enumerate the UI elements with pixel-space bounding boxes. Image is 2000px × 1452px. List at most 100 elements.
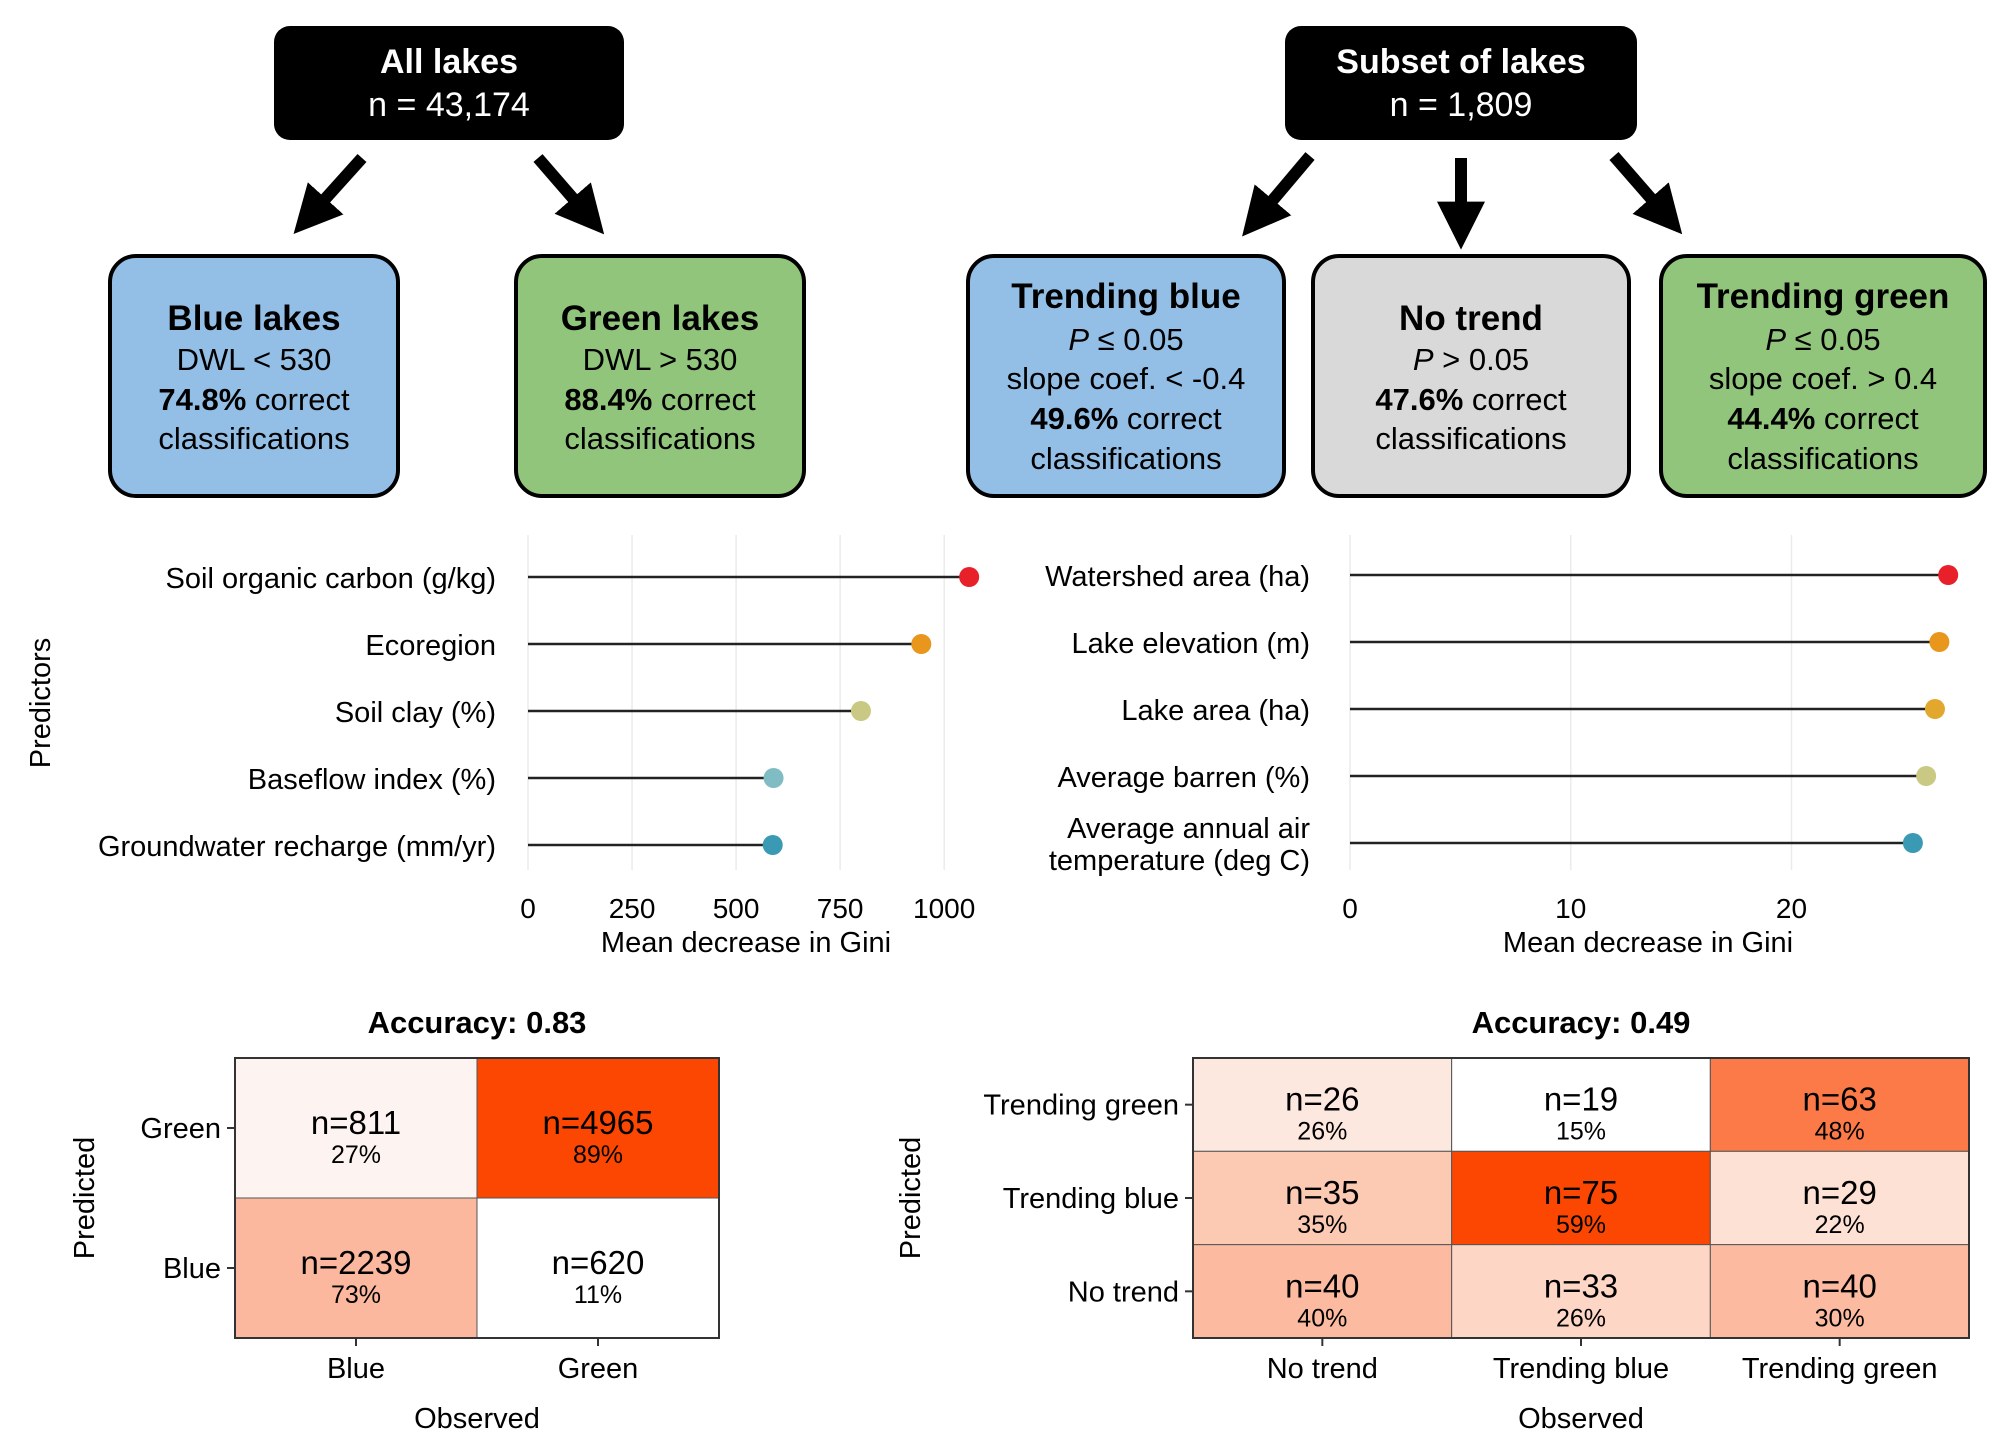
predictor-label: Average barren (%): [1057, 762, 1310, 794]
matrix-cell: [1451, 1244, 1711, 1339]
cell-count: n=19: [1544, 1081, 1618, 1118]
cell-percent: 26%: [1556, 1304, 1606, 1332]
x-axis-label: Observed: [1518, 1403, 1644, 1435]
cell-percent: 27%: [331, 1141, 381, 1169]
cell-count: n=620: [552, 1244, 645, 1281]
class-accuracy-pct: 49.6%: [1030, 401, 1118, 436]
lollipop-point: [1916, 766, 1937, 786]
class-threshold: DWL > 530: [583, 342, 738, 377]
class-significance: P ≤ 0.05: [1068, 322, 1183, 357]
lollipop-point: [1902, 833, 1923, 853]
matrix-cell: [1192, 1150, 1453, 1246]
class-box-green-lakes: Green lakes DWL > 530 88.4% correct clas…: [514, 254, 806, 498]
matrix-cell: [1451, 1057, 1711, 1152]
root-box-subset-lakes: Subset of lakes n = 1,809: [1285, 26, 1637, 140]
class-box-trending-green: Trending green P ≤ 0.05 slope coef. > 0.…: [1659, 254, 1987, 498]
x-tick-label: No trend: [1267, 1353, 1378, 1385]
x-tick-label: Trending blue: [1493, 1353, 1669, 1385]
matrix-cell: [1192, 1057, 1453, 1152]
class-title: Trending green: [1697, 277, 1950, 316]
class-accuracy-word: correct: [1463, 382, 1567, 417]
matrix-title: Accuracy: 0.49: [1472, 1005, 1691, 1040]
class-accuracy-pct: 74.8%: [158, 382, 246, 417]
class-accuracy: 74.8% correct: [158, 382, 350, 417]
arrow-icon: [533, 154, 605, 235]
p-expr: ≤ 0.05: [1089, 322, 1184, 357]
class-box-blue-lakes: Blue lakes DWL < 530 74.8% correct class…: [108, 254, 400, 498]
x-tick-label: Green: [558, 1353, 639, 1385]
predictor-label: Lake elevation (m): [1071, 628, 1310, 660]
class-accuracy-label: classifications: [1375, 421, 1566, 456]
x-tick-label: Blue: [327, 1353, 385, 1385]
class-accuracy-word: correct: [652, 382, 756, 417]
cell-count: n=75: [1544, 1174, 1618, 1211]
matrix-cell: [476, 1057, 720, 1199]
x-axis-label: Mean decrease in Gini: [601, 927, 891, 959]
cell-count: n=26: [1285, 1081, 1359, 1118]
cell-percent: 35%: [1297, 1211, 1347, 1239]
y-tick-label: No trend: [1068, 1276, 1179, 1308]
x-tick-label: 0: [1342, 893, 1358, 924]
class-accuracy-label: classifications: [1727, 441, 1918, 476]
cell-percent: 11%: [574, 1281, 622, 1309]
lollipop-point: [763, 768, 784, 788]
lollipop-point: [1929, 632, 1950, 652]
x-tick-label: 500: [713, 893, 760, 924]
class-accuracy-label: classifications: [1030, 441, 1221, 476]
predictor-label: Lake area (ha): [1121, 695, 1310, 727]
class-accuracy-pct: 44.4%: [1727, 401, 1815, 436]
cell-count: n=33: [1544, 1267, 1618, 1304]
matrix-border: [234, 1057, 720, 1339]
x-axis-label: Observed: [414, 1403, 540, 1435]
class-slope: slope coef. > 0.4: [1709, 361, 1937, 396]
matrix-title: Accuracy: 0.83: [368, 1005, 587, 1040]
y-axis-label: Predictors: [25, 638, 57, 769]
lollipop-point: [1924, 699, 1945, 719]
class-accuracy-word: correct: [246, 382, 350, 417]
matrix-cell: [234, 1057, 478, 1199]
predictor-label: temperature (deg C): [1049, 845, 1310, 877]
p-expr: > 0.05: [1434, 342, 1530, 377]
lollipop-point: [762, 835, 783, 855]
class-significance: P > 0.05: [1413, 342, 1529, 377]
lollipop-point: [959, 567, 980, 587]
cell-percent: 26%: [1297, 1118, 1347, 1146]
cell-percent: 48%: [1815, 1118, 1865, 1146]
predictor-label: Average annual air: [1067, 813, 1310, 845]
arrow-icon: [1609, 152, 1683, 235]
lollipop-point: [911, 634, 932, 654]
cell-percent: 15%: [1556, 1118, 1606, 1146]
y-tick-label: Blue: [163, 1253, 221, 1285]
matrix-cell: [1192, 1244, 1453, 1339]
class-accuracy-pct: 88.4%: [564, 382, 652, 417]
lollipop-point: [850, 701, 871, 721]
y-tick-label: Trending green: [983, 1090, 1179, 1122]
p-symbol: P: [1068, 322, 1089, 357]
p-expr: ≤ 0.05: [1786, 322, 1881, 357]
root-box-all-lakes: All lakes n = 43,174: [274, 26, 624, 140]
predictor-label: Ecoregion: [365, 630, 496, 662]
cell-count: n=63: [1802, 1081, 1876, 1118]
cell-count: n=811: [311, 1104, 401, 1141]
class-accuracy-label: classifications: [564, 421, 755, 456]
class-threshold: DWL < 530: [177, 342, 332, 377]
predictor-label: Groundwater recharge (mm/yr): [98, 831, 496, 863]
cell-count: n=2239: [300, 1244, 411, 1281]
lollipop-point: [1938, 565, 1959, 585]
class-accuracy: 47.6% correct: [1375, 382, 1567, 417]
cell-percent: 73%: [331, 1281, 381, 1309]
p-symbol: P: [1765, 322, 1786, 357]
root-count: n = 1,809: [1390, 86, 1533, 124]
class-accuracy-word: correct: [1118, 401, 1222, 436]
class-title: Trending blue: [1011, 277, 1240, 316]
root-count: n = 43,174: [368, 86, 530, 124]
root-title: Subset of lakes: [1336, 43, 1585, 81]
x-tick-label: 20: [1776, 893, 1807, 924]
confusion-matrix-all-lakes: Accuracy: 0.83n=81127%n=496589%n=223973%…: [69, 1005, 720, 1435]
cell-count: n=29: [1802, 1174, 1876, 1211]
arrow-icon: [293, 153, 367, 235]
x-tick-label: Trending green: [1742, 1353, 1938, 1385]
matrix-cell: [234, 1197, 478, 1339]
class-accuracy-pct: 47.6%: [1375, 382, 1463, 417]
